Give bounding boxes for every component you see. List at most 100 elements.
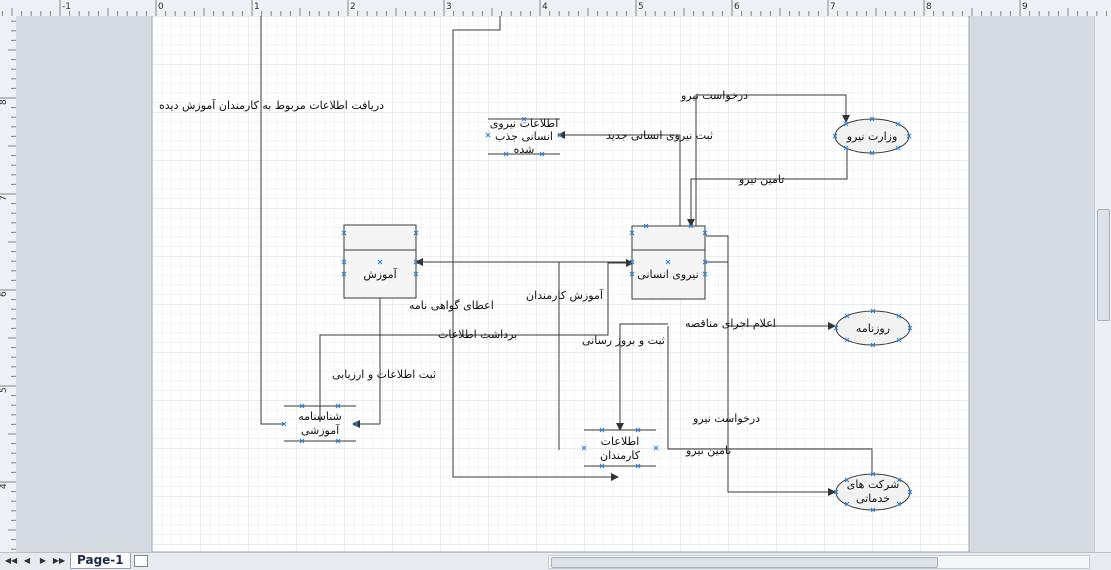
connection-point-marker[interactable] [413,271,419,277]
connection-point-marker[interactable] [844,313,850,319]
label-register-update: ثبت و بروز رسانی [582,334,665,347]
connection-point-marker[interactable] [896,501,902,507]
horizontal-scroll-thumb[interactable] [551,557,938,568]
connection-point-marker[interactable] [341,230,347,236]
diagram-svg[interactable]: آموزش نیروی انسانی اطلاعات نیروی انسانی … [16,16,1094,552]
connection-point-marker[interactable] [521,116,527,122]
horizontal-scrollbar[interactable] [548,555,1090,569]
store-recruited-info[interactable]: اطلاعات نیروی انسانی جذب شده [488,117,560,156]
connection-point-marker[interactable] [635,427,641,433]
connection-point-marker[interactable] [299,403,305,409]
connection-point-marker[interactable] [870,342,876,348]
vertical-scroll-thumb[interactable] [1097,209,1110,321]
label-request-companies: درخواست نیرو [692,412,760,425]
connection-point-marker[interactable] [335,438,341,444]
first-page-icon[interactable]: ◀◀ [4,556,18,565]
connection-point-marker[interactable] [896,313,902,319]
connection-point-marker[interactable] [377,259,383,265]
connection-point-marker[interactable] [341,259,347,265]
next-page-icon[interactable]: ▶ [39,556,47,565]
connection-point-marker[interactable] [629,259,635,265]
connection-point-marker[interactable] [833,325,839,331]
flow-line-register-evaluation[interactable] [352,298,381,428]
connection-point-marker[interactable] [870,308,876,314]
connection-point-marker[interactable] [895,145,901,151]
connection-point-marker[interactable] [843,145,849,151]
connection-point-marker[interactable] [629,230,635,236]
connection-point-marker[interactable] [870,507,876,513]
connection-point-marker[interactable] [907,489,913,495]
flow-line-top-loop[interactable] [452,16,619,481]
ruler-label: 4 [542,2,548,12]
connection-point-marker[interactable] [413,259,419,265]
connection-point-marker[interactable] [599,427,605,433]
ruler-label: 8 [926,2,932,12]
connection-point-marker[interactable] [907,325,913,331]
prev-page-icon[interactable]: ◀ [23,556,31,565]
connection-point-marker[interactable] [353,421,359,427]
insert-page-icon[interactable] [134,555,148,567]
connection-point-marker[interactable] [665,259,671,265]
connection-point-marker[interactable] [653,445,659,451]
connection-point-marker[interactable] [557,132,563,138]
connection-point-marker[interactable] [702,259,708,265]
label-withdraw-info: برداشت اطلاعات [438,328,517,341]
connection-point-marker[interactable] [702,271,708,277]
connection-point-marker[interactable] [895,121,901,127]
page-grid-major [153,16,968,552]
connection-point-marker[interactable] [281,421,287,427]
connection-point-marker[interactable] [299,438,305,444]
flow-line-register-new-hr[interactable] [557,131,681,226]
ruler-label: 7 [830,2,836,12]
label-register-new-hr: ثبت نیروی انسانی جدید [606,129,713,142]
connection-point-marker[interactable] [485,132,491,138]
connection-point-marker[interactable] [844,337,850,343]
connection-point-marker[interactable] [896,337,902,343]
ruler-label: 0 [158,2,164,12]
entity-newspaper[interactable]: روزنامه [835,310,911,346]
last-page-icon[interactable]: ▶▶ [52,556,66,565]
connection-point-marker[interactable] [844,501,850,507]
connection-point-marker[interactable] [581,445,587,451]
connection-point-marker[interactable] [503,151,509,157]
connection-point-marker[interactable] [335,403,341,409]
flow-line-request-ministry[interactable] [695,94,850,226]
entity-service-companies[interactable]: شرکت های خدماتی [835,473,911,511]
flow-line-withdraw-info[interactable] [319,259,634,422]
connection-point-marker[interactable] [906,133,912,139]
connection-point-marker[interactable] [341,271,347,277]
flow-line-supply-ministry[interactable] [687,149,848,227]
connection-point-marker[interactable] [843,121,849,127]
connection-point-marker[interactable] [413,230,419,236]
store-employee-info-line1: اطلاعات [601,435,640,448]
label-register-evaluation: ثبت اطلاعات و ارزیابی [332,368,436,381]
connection-point-marker[interactable] [833,489,839,495]
tab-page-1[interactable]: Page-1 [70,553,131,569]
connection-point-marker[interactable] [869,116,875,122]
connection-point-marker[interactable] [832,133,838,139]
connection-point-marker[interactable] [643,223,649,229]
flow-line-receive-trained[interactable] [260,16,284,425]
label-supply-ministry: تامین نیرو [738,173,784,186]
ruler-label: 5 [638,2,644,12]
vertical-scrollbar[interactable] [1094,16,1111,552]
store-employee-info[interactable]: اطلاعات کارمندان [584,429,656,467]
connectors [260,16,873,496]
connection-point-marker[interactable] [688,223,694,229]
flow-line-register-update[interactable] [616,323,668,431]
store-training-certificate-line2: آموزشی [301,423,340,437]
connection-point-marker[interactable] [870,471,876,477]
drawing-canvas[interactable]: آموزش نیروی انسانی اطلاعات نیروی انسانی … [16,16,1094,552]
connection-point-marker[interactable] [635,463,641,469]
connection-point-marker[interactable] [702,230,708,236]
connection-point-marker[interactable] [844,477,850,483]
flow-line-supply-companies[interactable] [667,326,873,474]
connection-point-marker[interactable] [629,271,635,277]
connection-point-marker[interactable] [539,151,545,157]
ruler-label: 4 [0,483,9,489]
connection-point-marker[interactable] [896,477,902,483]
connection-point-marker[interactable] [869,150,875,156]
flow-line-request-companies[interactable] [706,261,836,496]
connection-point-marker[interactable] [599,463,605,469]
store-training-certificate[interactable]: شناسنامه آموزشی [284,405,356,442]
